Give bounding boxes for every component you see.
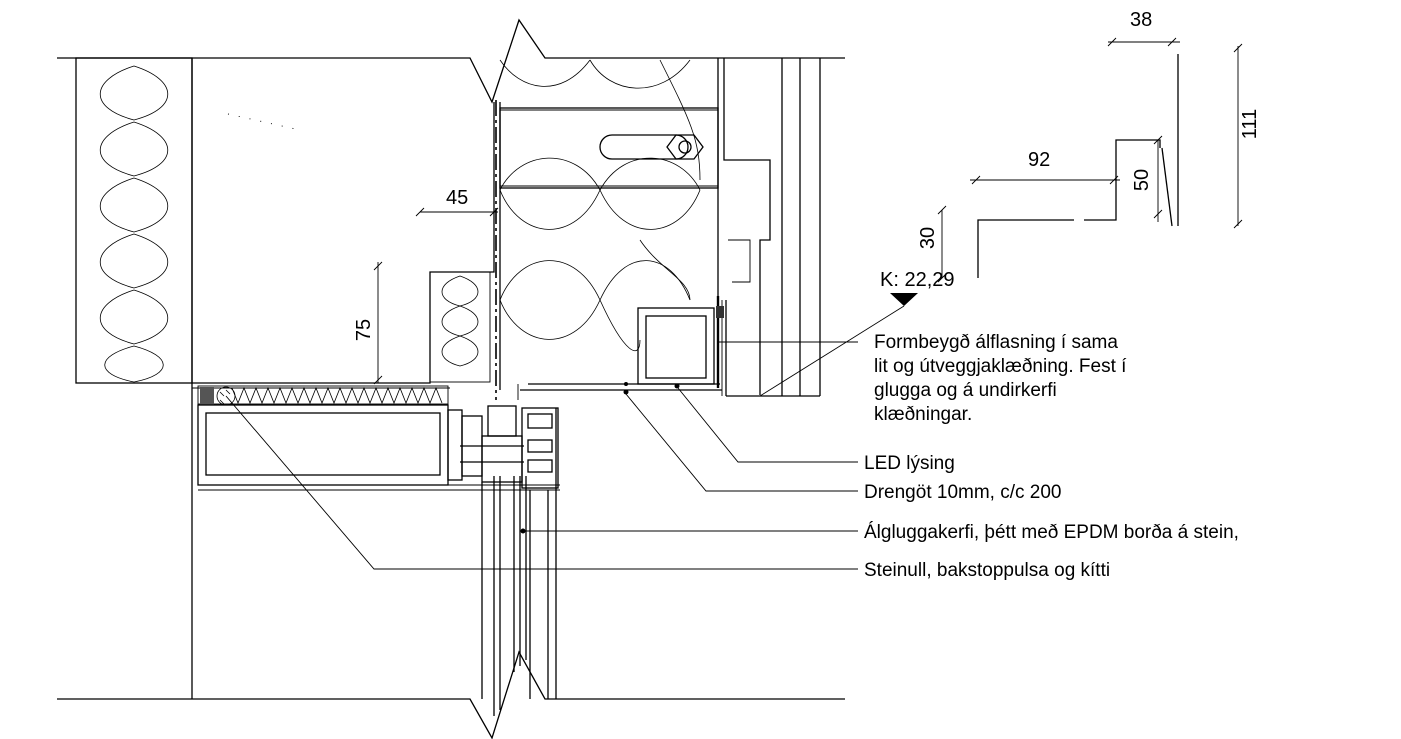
bottom-break-line — [57, 650, 845, 739]
insulation-block-step — [429, 271, 491, 383]
led-profile — [637, 307, 715, 389]
insulation-strip-zigzag — [197, 385, 449, 406]
cladding-rails — [717, 58, 821, 397]
cladding-bracket — [499, 107, 719, 189]
dimension-75 — [373, 261, 383, 385]
dim-label-38: 38 — [1130, 9, 1152, 31]
flashing-profile-detail — [937, 37, 1243, 283]
callout-flashing-line-1: Formbeygð álflasning í sama — [874, 332, 1118, 353]
wall-insulation-left — [75, 57, 193, 384]
dimension-labels: 38 111 92 50 30 45 75 K: 22,29 — [353, 9, 1261, 341]
dim-label-92: 92 — [1028, 149, 1050, 171]
glazing-section — [481, 408, 557, 716]
outer-insulation-right — [499, 59, 718, 400]
callout-flashing-line-2: lit og útveggjaklæðning. Fest í — [874, 356, 1127, 377]
callout-labels: Formbeygð álflasning í sama lit og útveg… — [864, 332, 1239, 581]
dim-label-50: 50 — [1131, 169, 1153, 191]
window-frame — [197, 404, 560, 491]
dim-label-45: 45 — [446, 187, 468, 209]
callout-led: LED lýsing — [864, 453, 955, 474]
top-break-line — [57, 18, 845, 104]
callout-flashing-line-4: klæðningar. — [874, 404, 972, 425]
callout-window-system: Álgluggakerfi, þétt með EPDM borða á ste… — [864, 522, 1239, 543]
leader-lines — [225, 113, 905, 570]
drain-hole-dots — [623, 382, 629, 395]
aluminium-flashing — [520, 296, 724, 391]
dim-label-111: 111 — [1239, 109, 1261, 139]
dim-label-75: 75 — [353, 319, 375, 341]
level-mark-label: K: 22,29 — [880, 269, 955, 291]
dim-label-30: 30 — [917, 227, 939, 249]
dimension-45 — [415, 207, 499, 217]
concrete-wall — [191, 58, 495, 699]
callout-drain: Drengöt 10mm, c/c 200 — [864, 482, 1061, 503]
callout-insulation: Steinull, bakstoppulsa og kítti — [864, 560, 1110, 581]
callout-flashing-line-3: glugga og á undirkerfi — [874, 380, 1057, 401]
level-marker — [890, 293, 918, 306]
